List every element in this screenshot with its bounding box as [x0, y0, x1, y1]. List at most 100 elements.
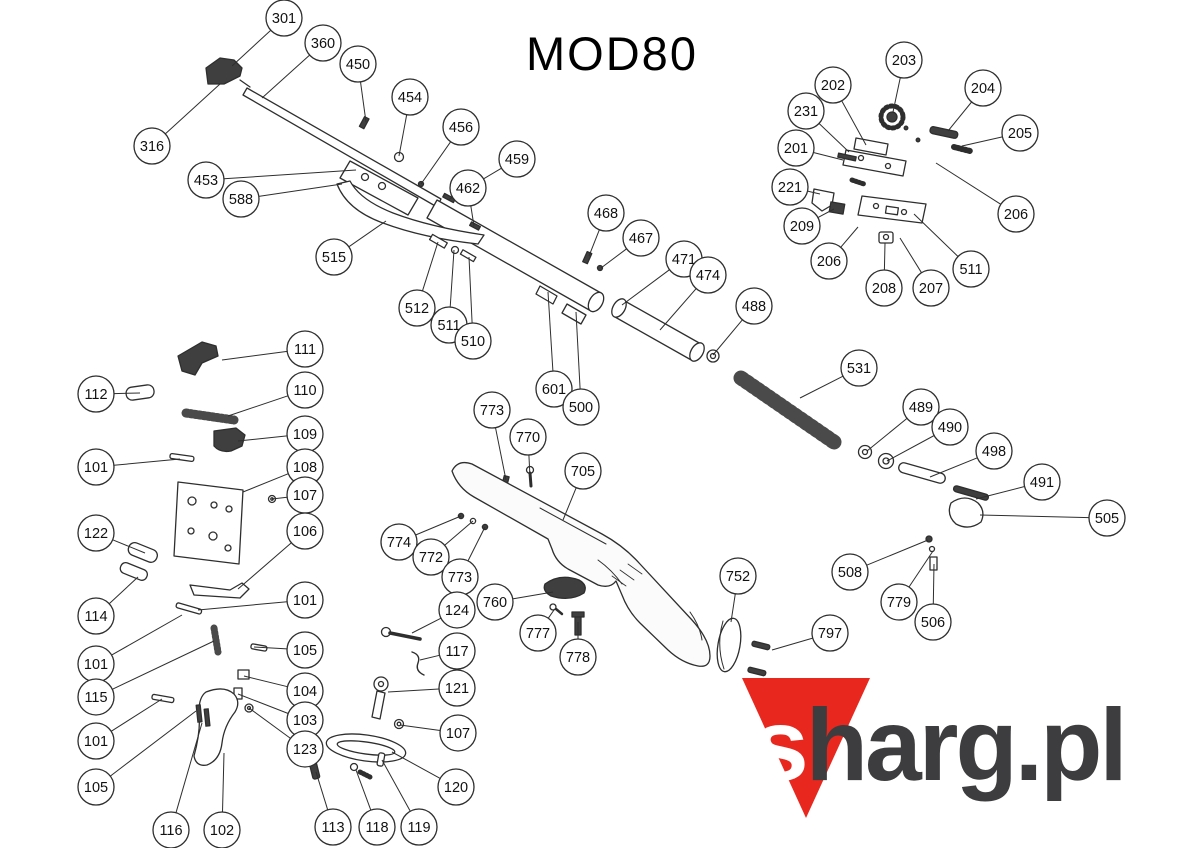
leader-line-588-14	[258, 183, 343, 197]
trigger-housing-plate-part	[173, 481, 244, 565]
callout-label-450: 450	[346, 57, 370, 73]
piston-part	[614, 299, 702, 362]
callout-316-12: 316	[133, 127, 171, 165]
callout-118-79: 118	[358, 808, 396, 846]
callout-467-8: 467	[622, 219, 660, 257]
callout-206-29: 206	[810, 242, 848, 280]
leader-line-508-40	[866, 539, 929, 566]
callout-202-22: 202	[814, 66, 852, 104]
callout-101-47: 101	[77, 448, 115, 486]
leader-line-515-15	[348, 220, 387, 248]
callout-506-42: 506	[914, 603, 952, 641]
callout-104-57: 104	[286, 672, 324, 710]
callout-label-773: 773	[480, 403, 504, 419]
leader-line-774-67	[415, 515, 462, 536]
leader-line-116-62	[175, 722, 203, 813]
callout-label-488: 488	[742, 299, 766, 315]
callout-102-63: 102	[203, 811, 241, 848]
callout-101-59: 101	[77, 722, 115, 760]
callout-label-123: 123	[293, 742, 317, 758]
callout-label-119: 119	[407, 820, 430, 836]
callout-label-207: 207	[919, 281, 943, 297]
callout-107-49: 107	[286, 476, 324, 514]
leader-line-107-76	[399, 724, 441, 731]
callout-circle-105	[286, 631, 324, 669]
callout-label-121: 121	[445, 681, 469, 697]
callout-circle-115	[77, 678, 115, 716]
callout-label-120: 120	[444, 780, 468, 796]
callout-label-204: 204	[971, 81, 995, 97]
callout-circle-588	[222, 180, 260, 218]
callout-label-752: 752	[726, 569, 750, 585]
callout-circle-454	[391, 78, 429, 116]
callout-511-31: 511	[952, 250, 990, 288]
callout-circle-601	[535, 370, 573, 408]
leader-line-101-59	[110, 698, 163, 732]
callout-label-112: 112	[84, 387, 107, 403]
callout-label-601: 601	[542, 382, 566, 398]
callout-label-102: 102	[210, 823, 234, 839]
leader-line-123-60	[248, 707, 291, 739]
callout-207-33: 207	[912, 269, 950, 307]
leader-line-105-61	[109, 710, 197, 777]
callout-797-82: 797	[811, 614, 849, 652]
leader-line-124-71	[411, 617, 442, 634]
leader-line-110-45	[227, 395, 289, 417]
callout-105-61: 105	[77, 768, 115, 806]
leader-line-231-24	[818, 123, 850, 153]
callout-circle-512	[398, 289, 436, 327]
callout-505-39: 505	[1088, 499, 1126, 537]
callout-label-114: 114	[84, 609, 107, 625]
callout-114-52: 114	[77, 597, 115, 635]
receiver-tube-part	[426, 199, 602, 312]
callout-770-65: 770	[509, 418, 547, 456]
callout-label-122: 122	[84, 526, 108, 542]
callout-454-3: 454	[391, 78, 429, 116]
callout-label-203: 203	[892, 53, 916, 69]
stock-part	[451, 461, 711, 667]
callout-label-491: 491	[1030, 475, 1054, 491]
callout-101-53: 101	[286, 581, 324, 619]
callout-circle-500	[562, 388, 600, 426]
callout-label-773: 773	[448, 570, 472, 586]
callout-label-506: 506	[921, 615, 945, 631]
leader-line-450-2	[360, 81, 367, 123]
callout-109-46: 109	[286, 415, 324, 453]
leader-line-101-53	[197, 601, 288, 611]
leader-line-773-64	[495, 427, 507, 481]
callout-label-510: 510	[461, 334, 485, 350]
callout-label-101: 101	[84, 734, 108, 750]
leader-line-705-66	[562, 487, 577, 521]
callout-circle-490	[931, 408, 969, 446]
leader-line-221-27	[807, 190, 821, 195]
callout-101-55: 101	[77, 645, 115, 683]
callout-label-360: 360	[311, 36, 335, 52]
callout-103-58: 103	[286, 701, 324, 739]
leader-line-107-49	[271, 496, 288, 500]
leader-line-601-19	[547, 291, 554, 372]
callout-label-115: 115	[84, 690, 107, 706]
callout-360-1: 360	[304, 24, 342, 62]
leader-line-773-69	[467, 526, 486, 562]
callout-508-40: 508	[831, 553, 869, 591]
leader-line-770-65	[528, 454, 531, 478]
callout-label-588: 588	[229, 192, 253, 208]
leader-line-511-31	[913, 213, 959, 257]
callout-116-62: 116	[152, 811, 190, 848]
callout-label-489: 489	[909, 400, 933, 416]
callout-label-453: 453	[194, 173, 218, 189]
callout-label-101: 101	[84, 460, 108, 476]
leader-line-101-55	[111, 614, 183, 656]
logo-accent-letter: s	[752, 688, 806, 802]
callout-circle-122	[77, 514, 115, 552]
callout-474-10: 474	[689, 256, 727, 294]
callout-498-37: 498	[975, 432, 1013, 470]
logo-triangle	[742, 678, 870, 818]
leader-line-454-3	[398, 114, 408, 157]
leader-line-118-79	[355, 769, 372, 811]
leader-line-111-43	[221, 350, 288, 361]
callout-112-44: 112	[77, 375, 115, 413]
callout-circle-121	[438, 669, 476, 707]
callout-label-118: 118	[365, 820, 388, 836]
callout-circle-488	[735, 287, 773, 325]
